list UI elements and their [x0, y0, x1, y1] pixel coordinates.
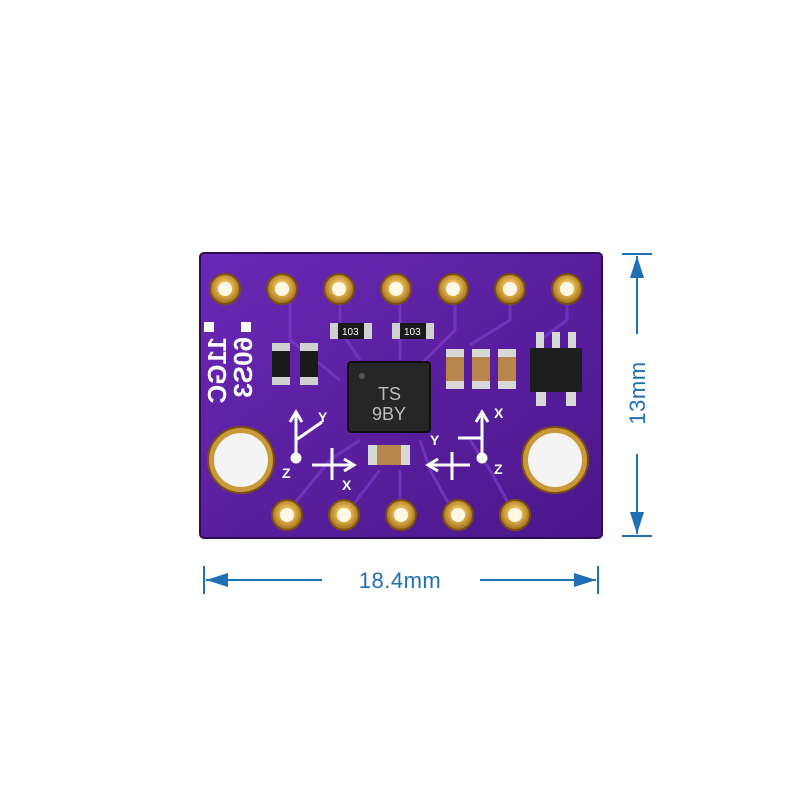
svg-text:103: 103 [404, 327, 421, 338]
pad [494, 273, 526, 305]
pad [499, 499, 531, 531]
height-dimension-label: 13mm [625, 361, 650, 425]
axis-diagram-left [288, 409, 357, 480]
mounting-hole-left [207, 426, 275, 494]
pad [437, 273, 469, 305]
pad [328, 499, 360, 531]
chip-marking-line-2: 9BY [372, 404, 406, 424]
axis-label-x: X [342, 477, 352, 493]
capacitor [446, 349, 464, 389]
top-header-pads [209, 273, 583, 305]
axis-label-y: Y [318, 409, 328, 425]
capacitor [368, 445, 410, 465]
axis-label-y-right: Y [430, 432, 440, 448]
pad [271, 499, 303, 531]
axis-label-x-right: X [494, 405, 504, 421]
voltage-regulator [530, 332, 582, 406]
axis-label-z-right: Z [494, 461, 503, 477]
silkscreen-line-2: 60S3 [228, 337, 258, 398]
resistor: 103 [392, 323, 434, 339]
pad [380, 273, 412, 305]
resistor [272, 343, 290, 385]
capacitor [472, 349, 490, 389]
pad [551, 273, 583, 305]
width-dimension [203, 566, 599, 594]
height-dimension [622, 253, 652, 537]
pad [266, 273, 298, 305]
pad [442, 499, 474, 531]
capacitor [498, 349, 516, 389]
silkscreen-square [204, 322, 214, 332]
silkscreen-line-1: 11GC [202, 337, 232, 404]
sensor-chip: TS 9BY [347, 361, 431, 433]
svg-text:103: 103 [342, 327, 359, 338]
resistor [300, 343, 318, 385]
chip-marking-line-1: TS [378, 384, 401, 404]
bottom-header-pads [271, 499, 531, 531]
silkscreen-code: 11GC 60S3 [202, 337, 258, 404]
pad [209, 273, 241, 305]
silkscreen-square [241, 322, 251, 332]
axis-diagram-right [425, 409, 490, 480]
axis-label-z: Z [282, 465, 291, 481]
width-dimension-label: 18.4mm [358, 568, 442, 593]
mounting-hole-right [521, 426, 589, 494]
resistor: 103 [330, 323, 372, 339]
pad [323, 273, 355, 305]
pad [385, 499, 417, 531]
